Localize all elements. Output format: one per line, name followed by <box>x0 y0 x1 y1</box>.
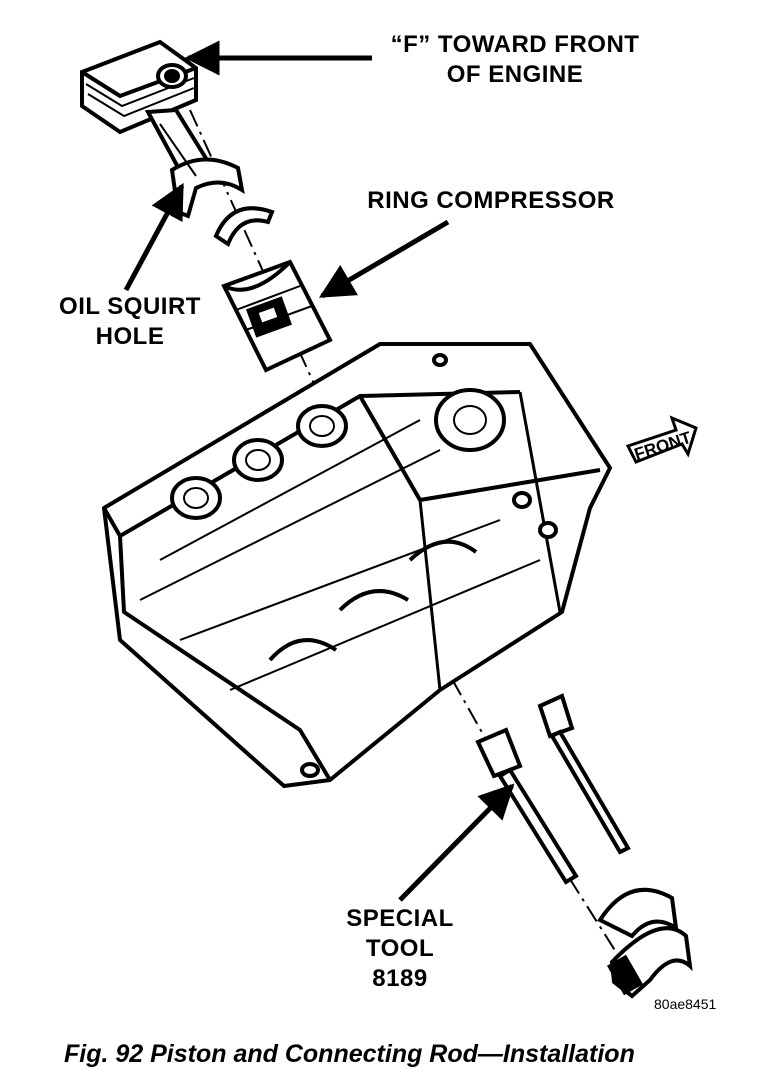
special-tool-guide-right <box>537 693 631 855</box>
special-tool-line3: 8189 <box>372 965 428 992</box>
special-tool-leader-arrow <box>398 783 515 902</box>
oil-squirt-line2: HOLE <box>95 323 165 350</box>
connecting-rod <box>144 107 245 219</box>
front-arrow-icon <box>625 415 698 464</box>
figure-code: 80ae8451 <box>654 996 717 1012</box>
figure-caption: Fig. 92 Piston and Connecting Rod—Instal… <box>64 1040 635 1068</box>
rod-bearing-shell-upper <box>213 206 275 248</box>
special-tool-line2: TOOL <box>365 935 435 962</box>
ring-compressor <box>221 259 333 373</box>
f-toward-front-line1: “F” TOWARD FRONT <box>390 31 640 58</box>
f-toward-front-label: “F” TOWARD FRONT OF ENGINE <box>370 30 660 90</box>
ring-compressor-leader-arrow <box>318 219 450 299</box>
f-toward-front-line2: OF ENGINE <box>446 61 584 88</box>
oil-squirt-line1: OIL SQUIRT <box>59 293 201 320</box>
special-tool-guide-left <box>475 727 579 885</box>
engine-block <box>102 342 612 788</box>
special-tool-line1: SPECIAL <box>346 905 454 932</box>
ring-compressor-line1: RING COMPRESSOR <box>367 187 615 214</box>
special-tool-label: SPECIAL TOOL 8189 <box>320 904 480 994</box>
oil-squirt-hole-label: OIL SQUIRT HOLE <box>40 292 220 352</box>
rod-bearing-cap <box>597 887 693 999</box>
ring-compressor-label: RING COMPRESSOR <box>346 186 636 216</box>
oil-squirt-leader-arrow <box>123 182 185 292</box>
assembly-centerline <box>189 109 641 991</box>
